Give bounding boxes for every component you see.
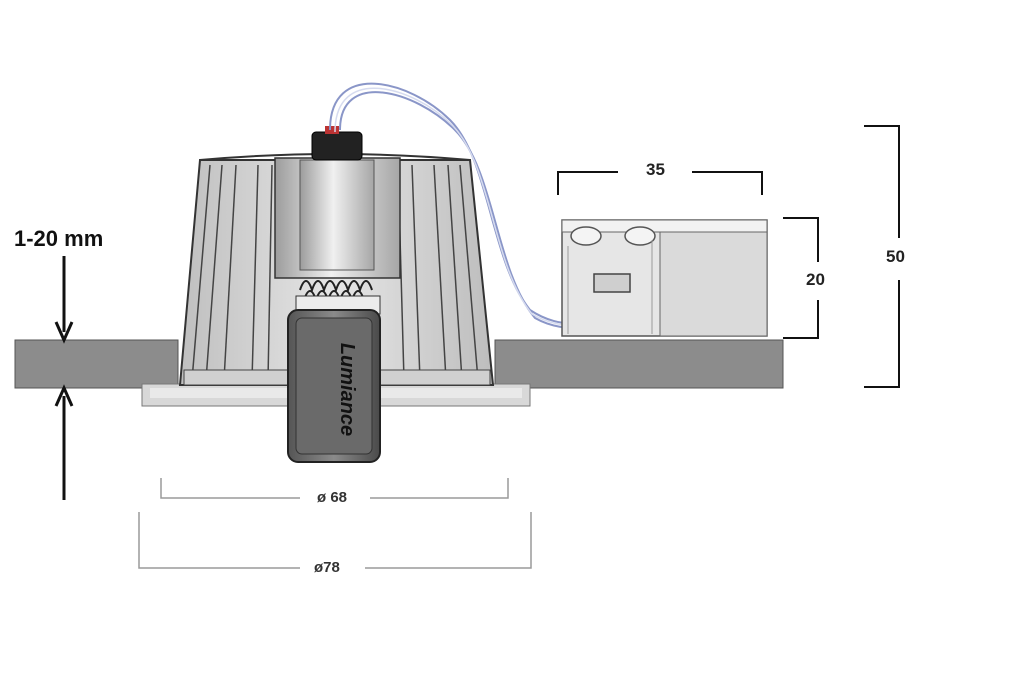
driver-box	[561, 219, 768, 337]
ceiling-slab	[14, 339, 784, 389]
dim-height-20	[783, 217, 819, 339]
thickness-arrows	[54, 256, 74, 500]
diameter-inner-label: ø 68	[317, 489, 348, 506]
brand-logo-text: Lumiance	[336, 342, 359, 437]
driver-height-label: 20	[806, 270, 825, 289]
center-cylinder	[274, 126, 401, 279]
dim-height-50	[864, 125, 900, 388]
driver-width-label: 35	[646, 160, 665, 179]
dim-width-35	[557, 171, 763, 195]
lumiance-module	[287, 309, 381, 463]
dim-diameter-78	[138, 512, 532, 569]
total-height-label: 50	[886, 247, 905, 266]
thickness-label: 1-20 mm	[14, 226, 104, 251]
dim-diameter-68	[160, 478, 509, 499]
diameter-outer-label: ø78	[314, 559, 340, 576]
